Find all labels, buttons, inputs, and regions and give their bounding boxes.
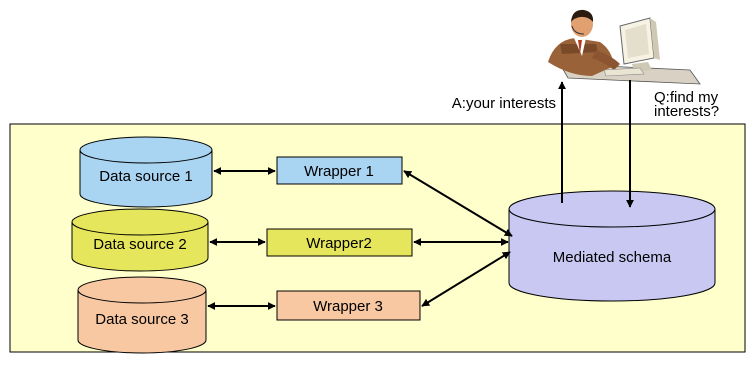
data-source-2-cylinder: Data source 2 [71, 208, 209, 272]
wrapper-3-box: Wrapper 3 [276, 290, 421, 321]
user-at-computer-illustration [548, 9, 701, 85]
wrapper-2-box: Wrapper2 [266, 228, 413, 257]
answer-label: A:your interests [452, 95, 556, 112]
mediated-schema-body [508, 209, 716, 302]
arrow-wrapper1-schema [403, 170, 513, 237]
data-source-2-label: Data source 2 [93, 236, 186, 253]
wrapper-1-box: Wrapper 1 [276, 156, 403, 185]
arrow-wrapper3-schema [421, 251, 511, 307]
mediated-schema-label: Mediated schema [553, 249, 672, 266]
data-source-1-cylinder: Data source 1 [79, 136, 213, 208]
wrapper-3-label: Wrapper 3 [313, 298, 383, 315]
data-source-3-cylinder: Data source 3 [77, 276, 207, 354]
wrapper-1-label: Wrapper 1 [304, 163, 374, 180]
mediated-schema-cylinder: Mediated schema [508, 190, 716, 302]
query-label-line2: interests? [654, 103, 719, 120]
data-source-3-label: Data source 3 [95, 311, 188, 328]
wrapper-2-label: Wrapper2 [306, 235, 372, 252]
mediated-schema-top [508, 190, 716, 228]
query-label-line1: Q:find my [654, 89, 719, 106]
data-source-1-label: Data source 1 [99, 168, 192, 185]
